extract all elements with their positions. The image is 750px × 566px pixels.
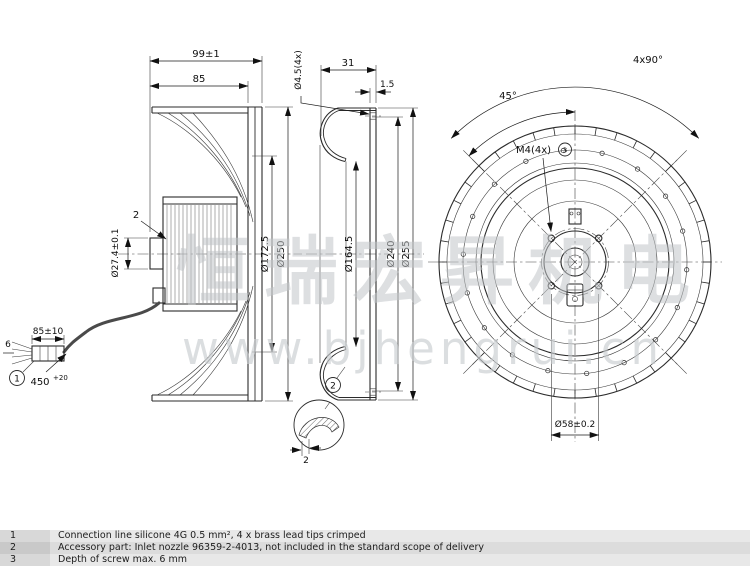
hub-plate — [566, 283, 584, 307]
dim-ring-diameter: Ø240 — [385, 241, 397, 268]
dim-flange-thickness: 1.5 — [380, 80, 394, 90]
m4-hole — [594, 281, 603, 290]
note-text: Depth of screw max. 6 mm — [50, 554, 750, 566]
note-text: Connection line silicone 4G 0.5 mm², 4 x… — [50, 530, 750, 542]
detail-section-hatch — [298, 417, 340, 439]
note-number: 2 — [0, 542, 50, 554]
dim-total-depth: 99±1 — [192, 49, 219, 60]
motor-fins — [166, 205, 232, 303]
dim-mounting-holes: Ø4.5(4x) — [293, 50, 304, 89]
dim-lead-strip: 85±10 — [33, 327, 64, 337]
dim-ring-depth: 31 — [342, 58, 355, 69]
dim-cable-length: 450 — [30, 377, 49, 388]
note-text: Accessory part: Inlet nozzle 96359-2-401… — [50, 542, 750, 554]
note-row: 3 Depth of screw max. 6 mm — [0, 554, 750, 566]
note-number: 1 — [0, 530, 50, 542]
note-ref-circle-2 — [325, 377, 341, 393]
dim-flange-diameter: Ø255 — [400, 241, 412, 268]
dim-impeller-diameter: Ø250 — [275, 241, 287, 268]
dim-inlet-diameter: Ø164.5 — [343, 236, 355, 273]
dim-angle: 45° — [499, 91, 517, 102]
note-ref-1: 1 — [14, 375, 20, 385]
lead-wire — [11, 354, 33, 358]
note-number: 3 — [0, 554, 50, 566]
notes-table: 1 Connection line silicone 4G 0.5 mm², 4… — [0, 530, 750, 566]
dim-motor-diameter: Ø172.5 — [259, 236, 271, 273]
note-ref-3: 3 — [563, 147, 567, 155]
m4-hole — [547, 281, 556, 290]
note-ref-circle-3 — [558, 142, 572, 157]
dim-hole-pattern: 4x90° — [633, 55, 663, 66]
ref-label-2: 2 — [133, 210, 139, 221]
hub-tab — [568, 208, 582, 225]
lead-wire — [11, 348, 33, 353]
dim-shaft-diameter: Ø27.4±0.1 — [110, 229, 121, 278]
dim-body-depth: 85 — [193, 74, 206, 85]
detail-dim: 2 — [303, 456, 309, 466]
dim-tip-length: 6 — [5, 340, 11, 350]
hub-circle — [543, 230, 607, 294]
technical-drawing: 99±1 85 Ø250 Ø172.5 Ø27.4±0.1 2 85±10 45… — [3, 49, 722, 466]
dim-cable-tolerance: +20 — [53, 374, 68, 382]
section-view: 31 1.5 Ø4.5(4x) Ø164.5 Ø240 Ø255 2 2 — [290, 50, 424, 466]
shaft-bushing — [149, 237, 164, 270]
rivet-dots — [460, 148, 690, 376]
lead-wire — [11, 341, 33, 350]
front-view: 4x90° 45° M4(4x) 3 Ø58±0.2 — [428, 55, 722, 442]
note-ref-2: 2 — [330, 382, 336, 392]
bolt-circle — [541, 228, 609, 296]
note-row: 2 Accessory part: Inlet nozzle 96359-2-4… — [0, 542, 750, 554]
inlet-circle — [480, 167, 670, 357]
dim-bolt-circle: Ø58±0.2 — [555, 419, 595, 430]
note-ref-circle-1 — [9, 370, 25, 386]
m4-hole — [547, 234, 556, 243]
lead-wire — [11, 357, 33, 365]
side-view: 99±1 85 Ø250 Ø172.5 Ø27.4±0.1 2 85±10 45… — [3, 49, 302, 402]
note-row: 1 Connection line silicone 4G 0.5 mm², 4… — [0, 530, 750, 542]
m4-hole — [594, 234, 603, 243]
screw-label: M4(4x) — [516, 145, 551, 156]
cable — [62, 301, 161, 354]
detail-circle — [293, 399, 345, 451]
